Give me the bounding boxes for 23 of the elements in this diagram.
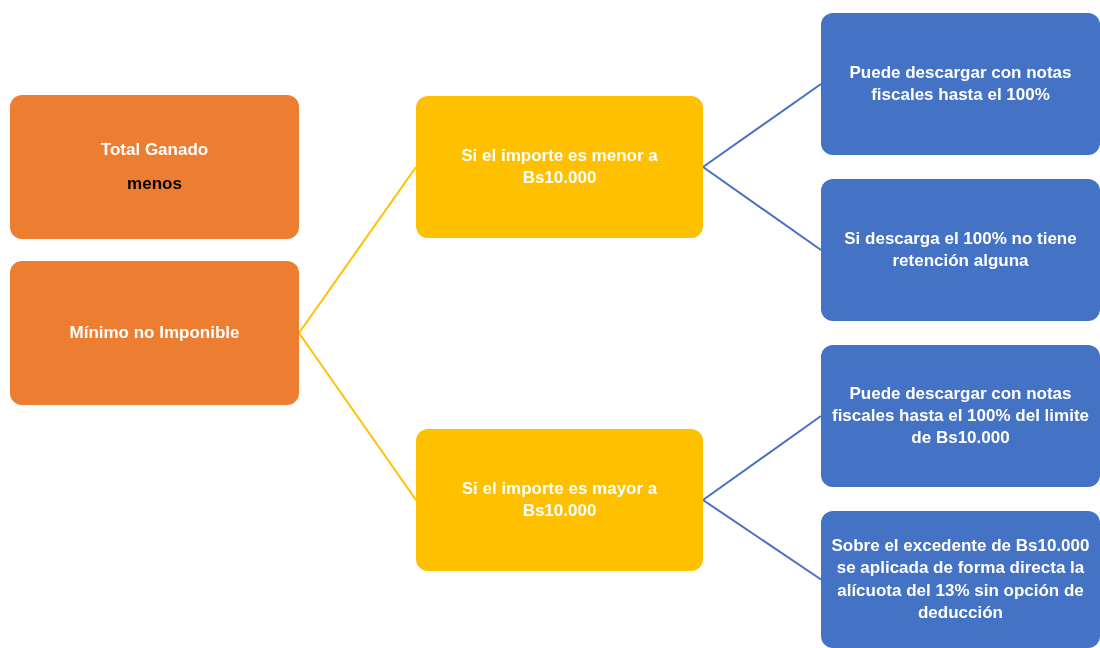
condition-box <box>416 96 703 238</box>
process-box <box>10 95 299 239</box>
result-box <box>821 179 1100 321</box>
connector-line <box>298 166 417 334</box>
box-text: Si descarga el 100% no tiene retención alguna <box>843 227 1078 272</box>
process-box <box>10 261 299 405</box>
result-box <box>821 13 1100 155</box>
box-text: Puede descargar con notas fiscales hasta el 100% del limite de Bs10.000 <box>831 382 1090 450</box>
connector-line <box>298 332 417 501</box>
condition-box <box>416 429 703 571</box>
box-text: Puede descargar con notas fiscales hasta el 100% <box>848 61 1073 106</box>
connector-line <box>702 499 822 581</box>
box-text: Si el importe es menor a Bs10.000 <box>460 144 659 189</box>
result-box <box>821 345 1100 487</box>
box-text: Total Ganado <box>100 138 209 161</box>
connector-line <box>702 415 822 501</box>
box-text: menos <box>127 173 182 195</box>
result-box <box>821 511 1100 648</box>
box-text: Sobre el excedente de Bs10.000 se aplicada de forma directa la alícuota del 13% sin opción de deducción <box>830 535 1091 624</box>
box-text: Mínimo no Imponible <box>69 321 240 344</box>
box-text: Si el importe es mayor a Bs10.000 <box>460 477 659 522</box>
connector-line <box>702 166 822 251</box>
connector-line <box>702 83 822 168</box>
